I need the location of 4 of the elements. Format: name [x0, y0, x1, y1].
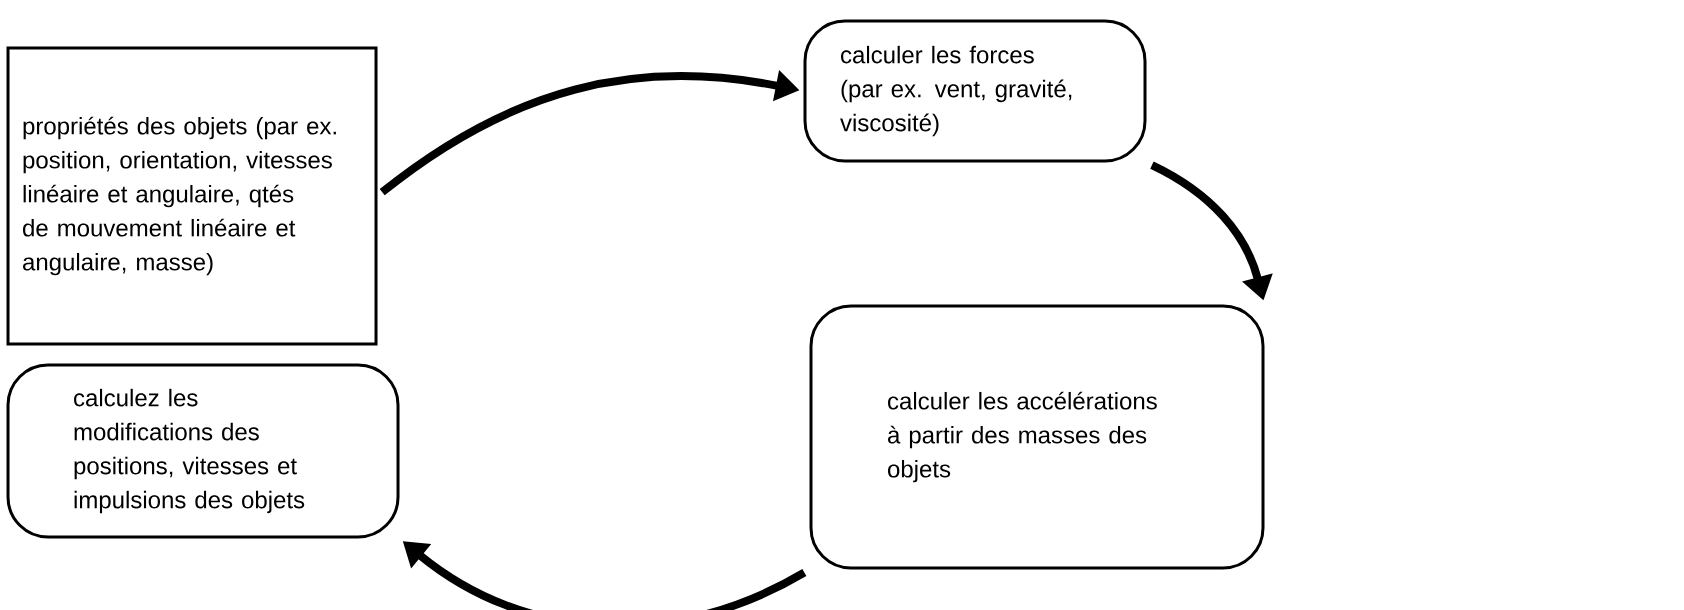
- process-box: calculer les forces (par ex. vent, gravité, viscosité): [803, 19, 1147, 163]
- process-box: propriétés des objets (par ex. position, orientation, vitesses linéaire et angulaire, qtés de mouvement linéaire et angulaire, masse): [6, 46, 378, 346]
- process-box: calculer les accélérations à partir des masses des objets: [809, 304, 1265, 570]
- process-box: calculez les modifications des positions, vitesses et impulsions des objets: [6, 363, 400, 539]
